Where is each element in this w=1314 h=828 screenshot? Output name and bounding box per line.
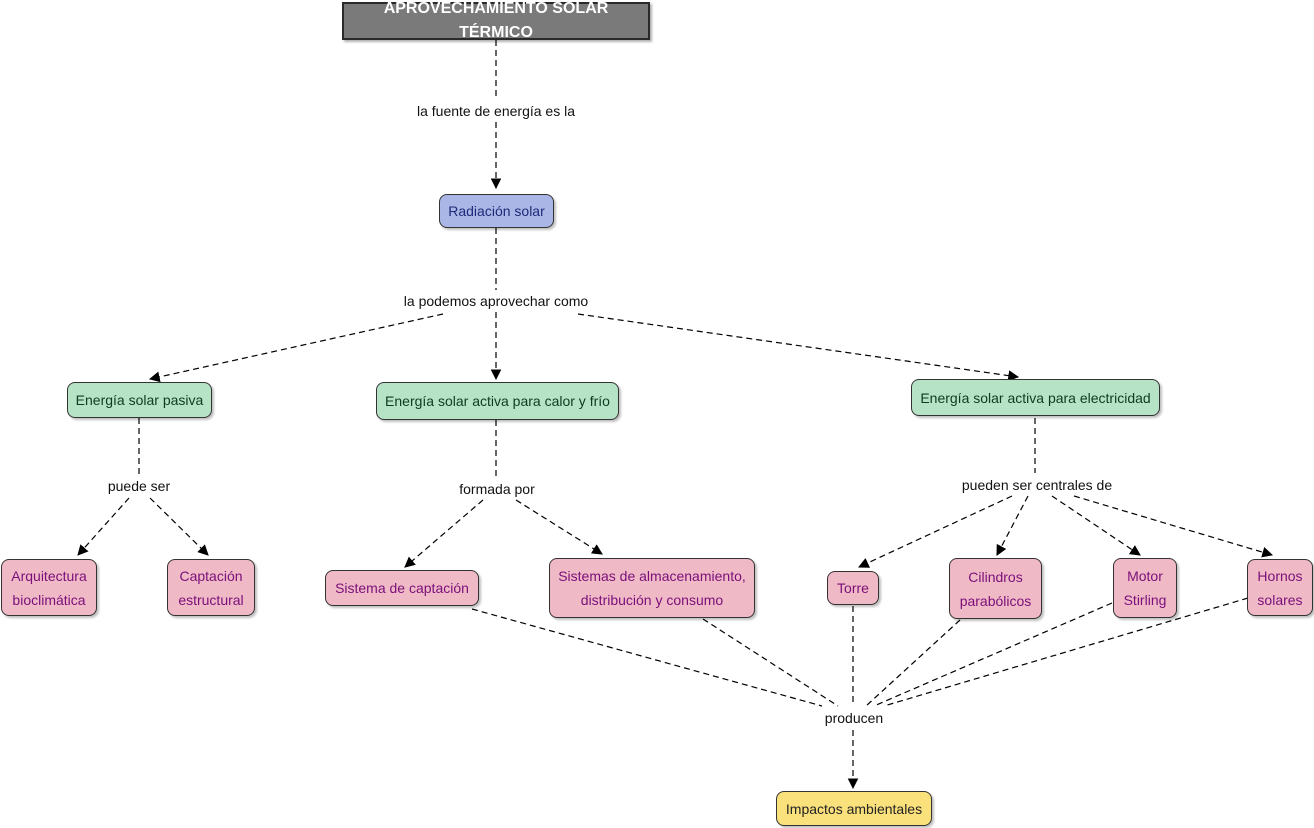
- node-cilindros-parabolicos: Cilindros parabólicos: [949, 558, 1042, 619]
- node-torre: Torre: [827, 571, 879, 605]
- node-motor-stirling: Motor Stirling: [1113, 558, 1177, 618]
- node-energia-activa-calor-frio: Energía solar activa para calor y frío: [376, 382, 619, 420]
- node-arquitectura-bioclimatica: Arquitectura bioclimática: [1, 559, 97, 616]
- link-label-puede-ser: puede ser: [104, 478, 174, 494]
- node-energia-solar-pasiva: Energía solar pasiva: [67, 382, 212, 418]
- node-sistema-captacion: Sistema de captación: [325, 570, 479, 606]
- link-label-producen: producen: [821, 710, 887, 726]
- link-label-aprovechar: la podemos aprovechar como: [400, 293, 592, 309]
- node-hornos-solares: Hornos solares: [1247, 559, 1313, 616]
- link-label-formada-por: formada por: [456, 481, 538, 497]
- node-radiacion-solar: Radiación solar: [439, 194, 554, 228]
- node-energia-activa-electricidad: Energía solar activa para electricidad: [911, 379, 1160, 416]
- link-label-fuente: la fuente de energía es la: [413, 103, 579, 119]
- node-captacion-estructural: Captación estructural: [167, 559, 255, 616]
- link-label-centrales: pueden ser centrales de: [958, 477, 1116, 493]
- diagram-title: APROVECHAMIENTO SOLAR TÉRMICO: [342, 0, 650, 41]
- node-sistemas-almacenamiento: Sistemas de almacenamiento, distribución…: [549, 558, 755, 618]
- node-impactos-ambientales: Impactos ambientales: [776, 791, 932, 826]
